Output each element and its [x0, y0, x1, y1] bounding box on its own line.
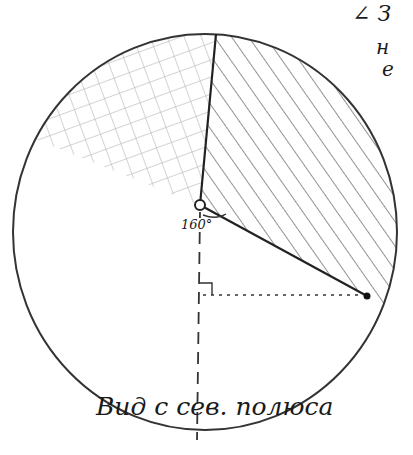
crosshatch — [0, 0, 218, 205]
note-fragment: ∠ З — [352, 2, 391, 26]
night-hatch — [200, 0, 413, 321]
angle-arc — [203, 214, 226, 217]
note-fragment: е — [382, 58, 394, 80]
meridian-line — [200, 34, 216, 205]
location-dot — [364, 293, 371, 300]
view-caption-note: Вид с сев. полюса — [96, 393, 333, 421]
globe-outline — [13, 34, 397, 430]
note-fragment: н — [376, 36, 389, 58]
right-angle-mark — [200, 283, 212, 295]
shaded-regions — [0, 0, 413, 321]
angle-label: 160° — [180, 218, 213, 232]
pole-point — [195, 200, 205, 210]
dotted-projection — [203, 294, 363, 296]
radius-line — [200, 205, 367, 296]
